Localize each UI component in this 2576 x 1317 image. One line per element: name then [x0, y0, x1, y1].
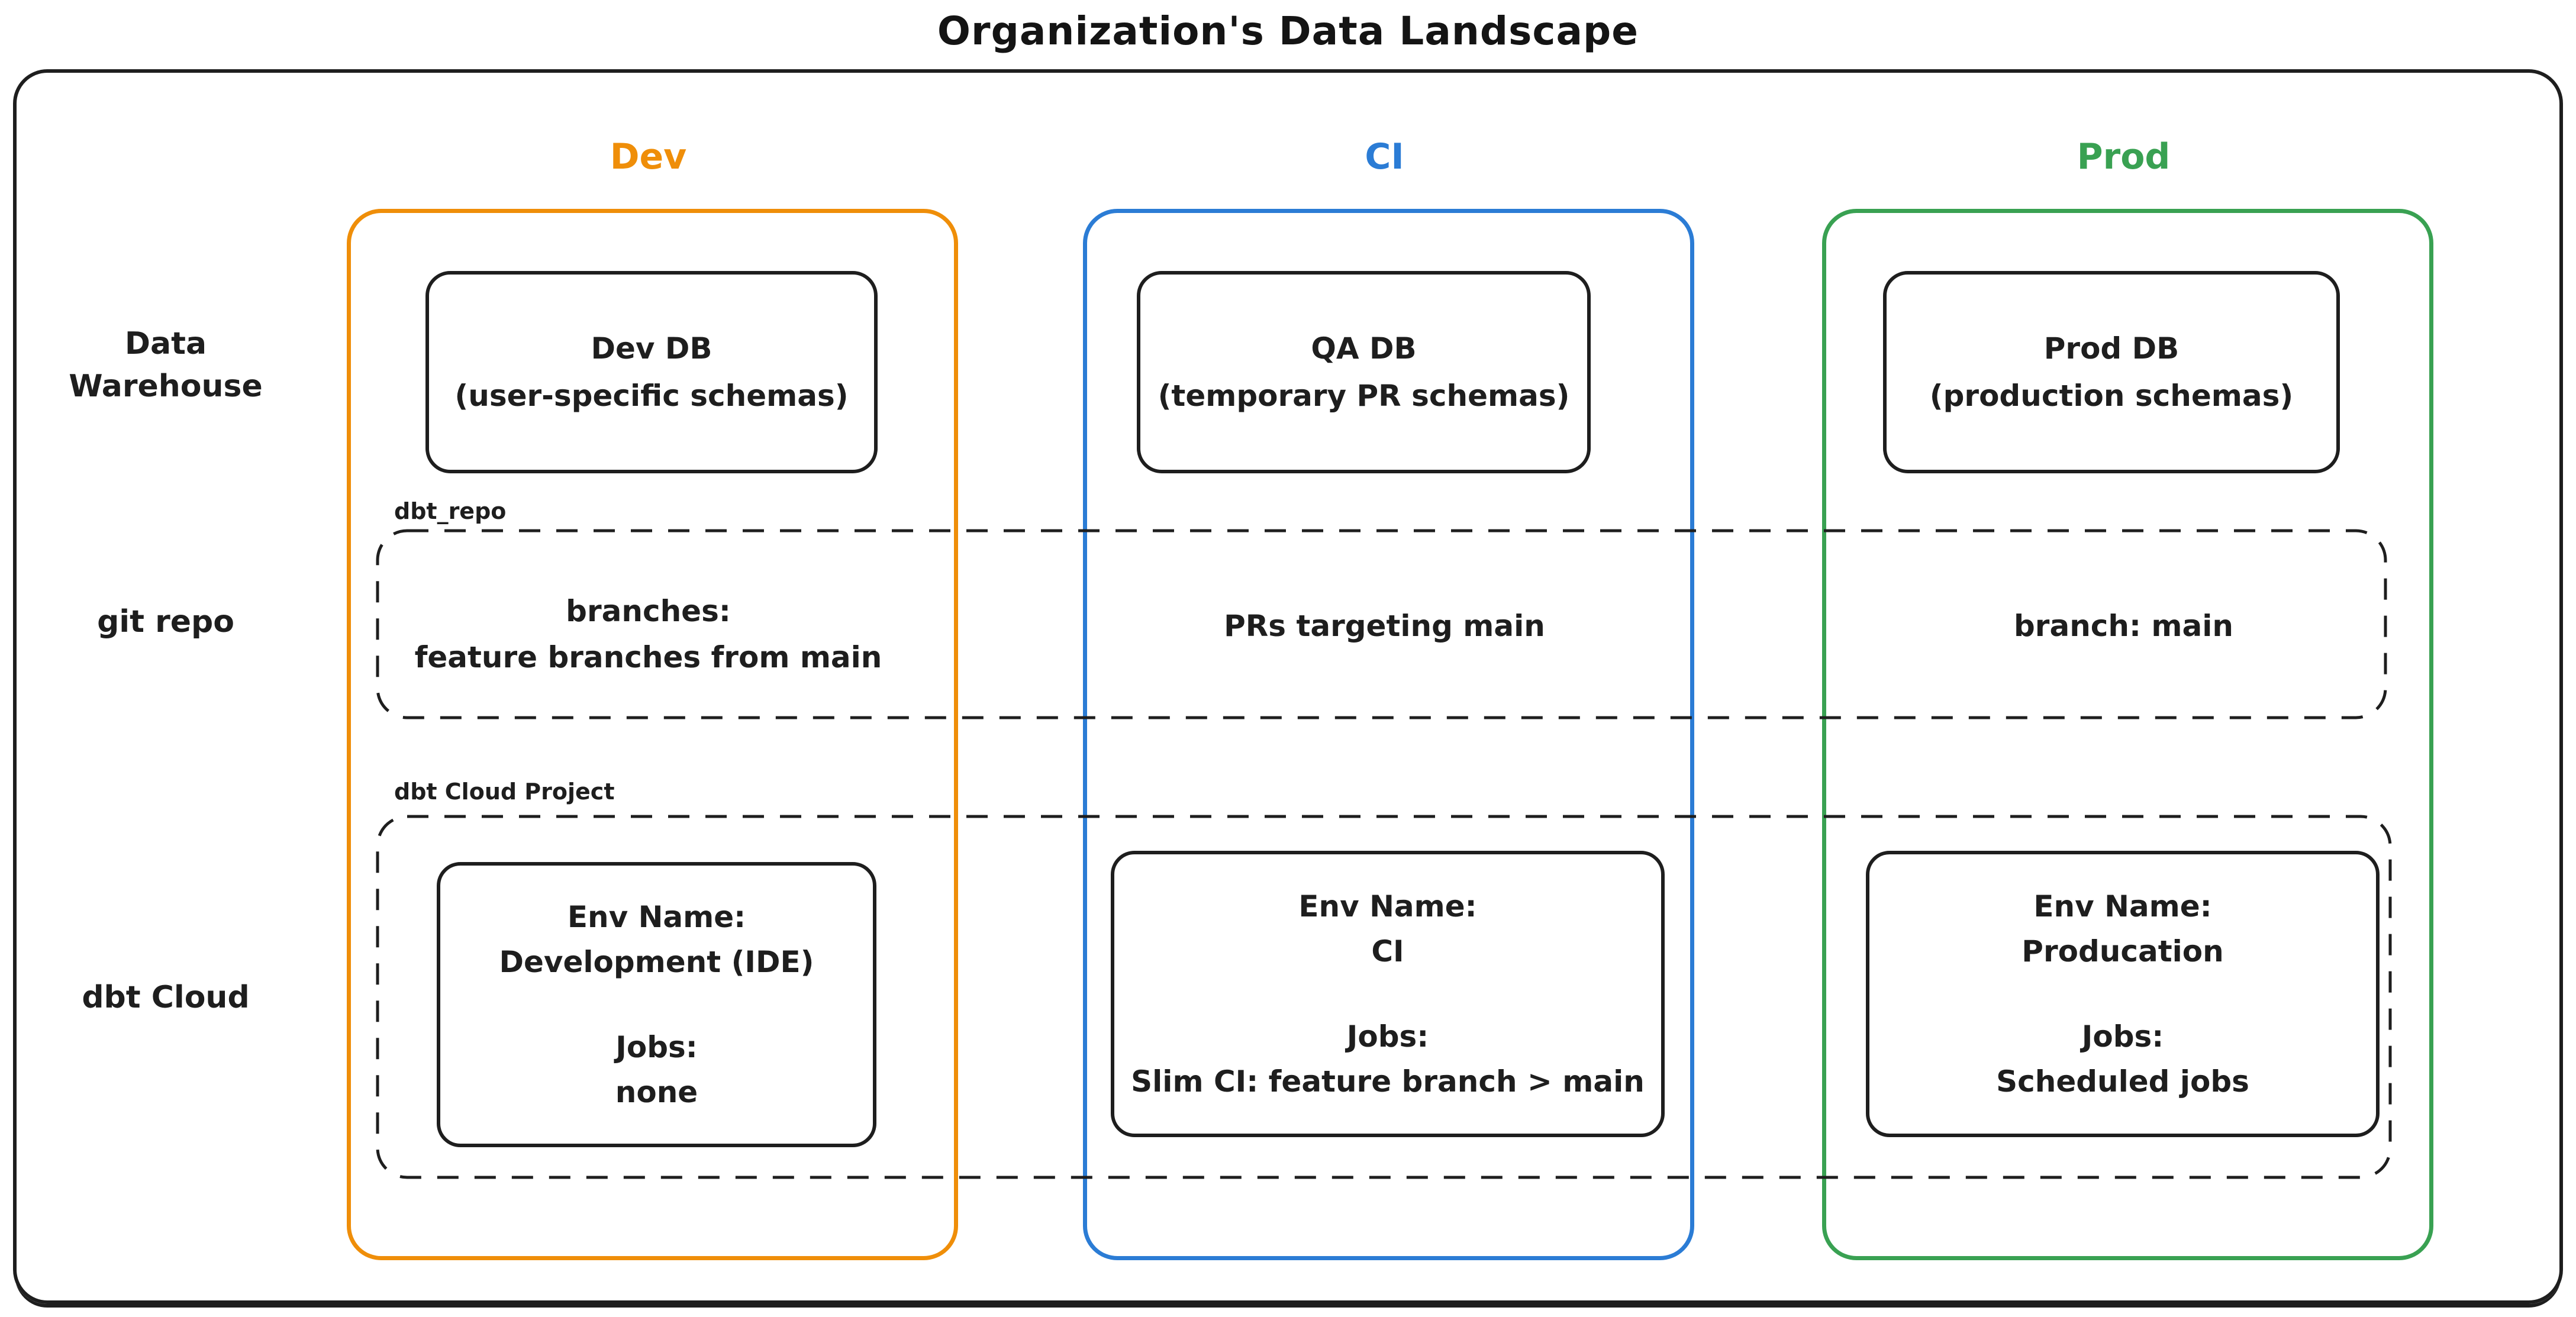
- qa-db-schemas: (temporary PR schemas): [1158, 379, 1570, 413]
- row-label-dbt-cloud: dbt Cloud: [82, 980, 250, 1015]
- ci-env-name-label: Env Name:: [1298, 889, 1477, 924]
- prod-git-branch: branch: main: [2014, 609, 2233, 643]
- dev-db-name: Dev DB: [591, 331, 712, 366]
- dev-db-box: Dev DB (user-specific schemas): [425, 271, 878, 473]
- dev-git-branches: branches: feature branches from main: [347, 588, 950, 680]
- prod-db-name: Prod DB: [2043, 331, 2180, 366]
- ci-env-name-value: CI: [1371, 934, 1404, 969]
- ci-git-prs: PRs targeting main: [1224, 609, 1545, 643]
- dev-db-schemas: (user-specific schemas): [454, 379, 849, 413]
- dev-environment-box: Env Name: Development (IDE) Jobs: none: [437, 862, 876, 1147]
- dev-jobs-label: Jobs:: [615, 1030, 698, 1064]
- dev-jobs-value: none: [615, 1075, 698, 1109]
- dev-git-branches-line2: feature branches from main: [414, 640, 882, 674]
- prod-column-box: [1822, 209, 2433, 1260]
- row-label-data-warehouse-line1: Data: [124, 326, 207, 361]
- dev-column-box: [347, 209, 958, 1260]
- dev-git-branches-line1: branches:: [566, 594, 731, 628]
- dev-env-name-value: Development (IDE): [499, 945, 814, 979]
- row-label-git-repo: git repo: [97, 604, 234, 640]
- prod-db-schemas: (production schemas): [1929, 379, 2294, 413]
- ci-jobs-label: Jobs:: [1346, 1019, 1429, 1054]
- prod-environment-box: Env Name: Producation Jobs: Scheduled jo…: [1866, 851, 2380, 1137]
- row-label-data-warehouse: Data Warehouse: [59, 322, 272, 408]
- qa-db-name: QA DB: [1311, 331, 1417, 366]
- dev-env-name-label: Env Name:: [567, 900, 746, 934]
- prod-env-name-label: Env Name:: [2033, 889, 2212, 924]
- outer-frame: [13, 69, 2563, 1304]
- ci-column-box: [1083, 209, 1694, 1260]
- row-label-data-warehouse-line2: Warehouse: [69, 369, 263, 404]
- prod-env-name-value: Producation: [2022, 934, 2224, 969]
- diagram-title: Organization's Data Landscape: [937, 8, 1639, 54]
- git-repo-band-label: dbt_repo: [394, 498, 507, 524]
- prod-jobs-value: Scheduled jobs: [1996, 1064, 2249, 1099]
- ci-jobs-value: Slim CI: feature branch > main: [1131, 1064, 1645, 1099]
- prod-jobs-label: Jobs:: [2081, 1019, 2164, 1054]
- dev-column-header: Dev: [610, 136, 687, 177]
- prod-db-box: Prod DB (production schemas): [1883, 271, 2340, 473]
- dbt-cloud-project-band-label: dbt Cloud Project: [394, 779, 615, 805]
- ci-column-header: CI: [1365, 136, 1404, 177]
- ci-environment-box: Env Name: CI Jobs: Slim CI: feature bran…: [1111, 851, 1665, 1137]
- prod-column-header: Prod: [2077, 136, 2171, 177]
- qa-db-box: QA DB (temporary PR schemas): [1137, 271, 1591, 473]
